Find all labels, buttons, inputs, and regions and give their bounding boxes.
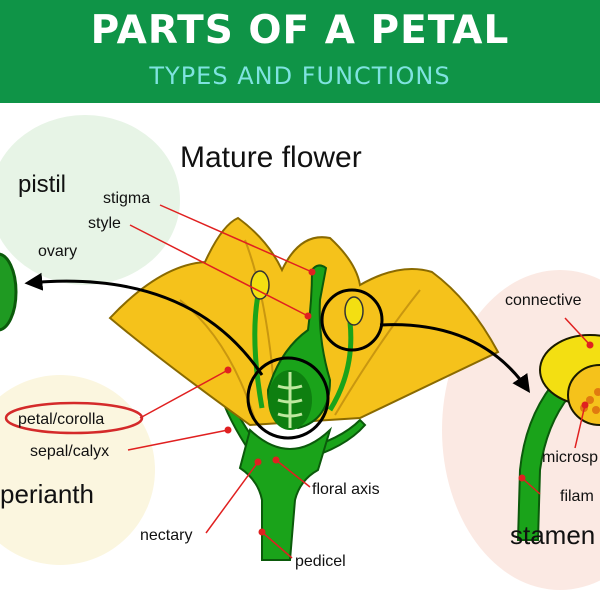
label-filament: filam (560, 488, 594, 505)
header-banner: PARTS OF A PETAL TYPES AND FUNCTIONS (0, 0, 600, 103)
page-subtitle: TYPES AND FUNCTIONS (149, 62, 451, 90)
label-pedicel: pedicel (295, 553, 346, 570)
stamen-filament-right (327, 321, 354, 412)
perianth-bubble (0, 375, 155, 565)
stamen-zoom (516, 334, 600, 541)
leader-connective (564, 317, 591, 346)
label-floral-axis: floral axis (312, 481, 380, 498)
diagram-title: Mature flower (180, 141, 362, 174)
anther-zoom-ring (320, 288, 384, 352)
group-label-perianth: perianth (0, 479, 94, 509)
petal-highlight-ring (4, 401, 144, 435)
group-label-stamen: stamen (510, 520, 595, 550)
label-microsporangium: microsp (542, 449, 598, 466)
label-connective: connective (505, 292, 582, 309)
label-petal-corolla: petal/corolla (18, 411, 104, 428)
leader-sepal (127, 429, 229, 451)
label-ovary: ovary (38, 243, 77, 260)
label-nectary: nectary (140, 527, 192, 544)
group-label-pistil: pistil (18, 171, 66, 198)
arrow-to-pistil (24, 272, 264, 376)
ovary-zoom-ring (246, 356, 330, 440)
pistil-bubble (0, 115, 180, 285)
flower-diagram: Mature flower pistil perianth stamen sti… (0, 115, 600, 590)
leader-nectary (205, 461, 259, 534)
label-stigma: stigma (103, 190, 150, 207)
label-style: style (88, 215, 121, 232)
anther-left (250, 270, 270, 300)
label-sepal-calyx: sepal/calyx (30, 443, 109, 460)
page-title: PARTS OF A PETAL (90, 8, 510, 53)
leader-filament (521, 477, 541, 495)
petals (108, 216, 500, 427)
leader-floral-axis (275, 459, 311, 488)
leader-pedicel (261, 531, 293, 559)
stamen-filament-left (252, 294, 265, 409)
leader-petal (139, 369, 229, 419)
pistil-zoom-ovary (0, 252, 18, 332)
leader-style (129, 224, 309, 317)
leader-stigma (159, 204, 313, 273)
anther-right (344, 296, 364, 326)
arrow-to-stamen (379, 323, 531, 393)
leader-microsp (574, 404, 586, 449)
